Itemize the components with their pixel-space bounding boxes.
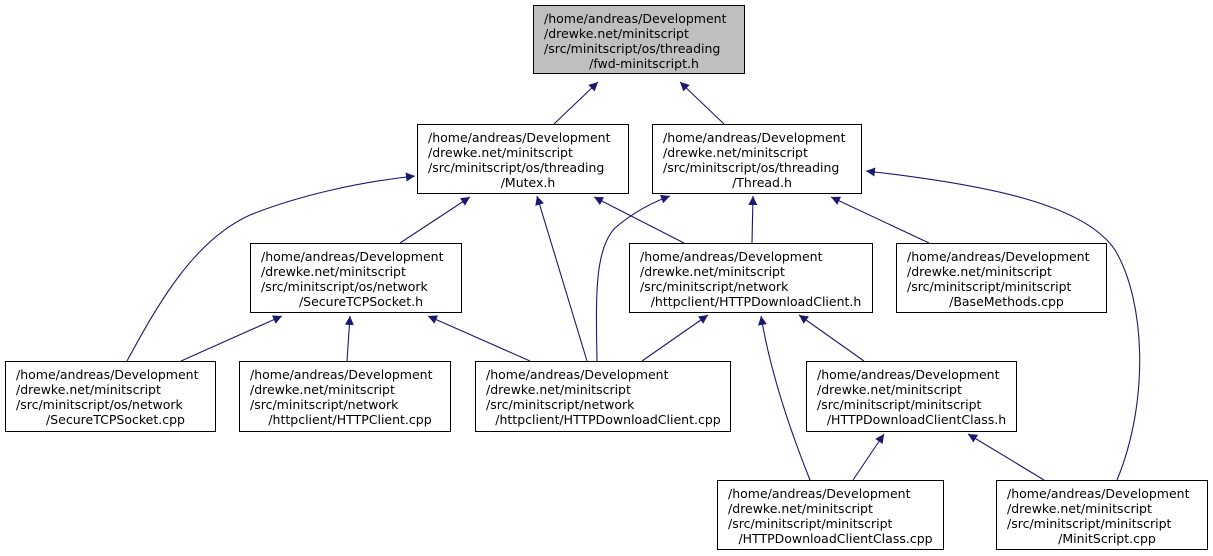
node-line: /BaseMethods.cpp — [949, 294, 1064, 309]
node-line: /drewke.net/minitscript — [428, 145, 573, 160]
edge-httpdownloadclientclass-h-to-httpdownloadclient-h — [798, 314, 865, 362]
edge-minitscript-cpp-to-httpdownloadclientclass-h — [967, 433, 1045, 481]
node-line: /home/andreas/Development — [907, 249, 1090, 264]
node-thread-h[interactable]: /home/andreas/Development /drewke.net/mi… — [652, 124, 862, 194]
node-line: /home/andreas/Development — [728, 486, 911, 501]
node-line: /home/andreas/Development — [544, 11, 727, 26]
node-line: /home/andreas/Development — [16, 367, 199, 382]
edge-httpclient-cpp-to-securetcpsocket-h — [344, 315, 354, 362]
node-line: /drewke.net/minitscript — [261, 264, 406, 279]
edge-httpdownloadclient-h-to-mutex-h — [593, 196, 685, 244]
node-httpdownloadclientclass-cpp[interactable]: /home/andreas/Development /drewke.net/mi… — [717, 480, 944, 550]
edge-httpdownloadclient-cpp-to-securetcpsocket-h — [427, 315, 531, 362]
node-httpdownloadclient-cpp[interactable]: /home/andreas/Development /drewke.net/mi… — [475, 361, 731, 432]
node-basemethods-cpp[interactable]: /home/andreas/Development /drewke.net/mi… — [896, 243, 1107, 313]
node-line: /src/minitscript/minitscript — [907, 279, 1072, 294]
edge-httpdownloadclient-h-to-thread-h — [748, 195, 758, 244]
node-line: /src/minitscript/os/threading — [428, 160, 605, 175]
node-httpdownloadclientclass-h[interactable]: /home/andreas/Development /drewke.net/mi… — [806, 361, 1017, 432]
node-line: /src/minitscript/minitscript — [1007, 516, 1172, 531]
node-fwd-minitscript-h: /home/andreas/Development /drewke.net/mi… — [533, 5, 745, 74]
node-line: /home/andreas/Development — [663, 130, 846, 145]
node-line: /src/minitscript/os/network — [16, 397, 183, 412]
edge-httpdownloadclientclass-cpp-to-httpdownloadclient-h — [758, 315, 811, 481]
node-line: /home/andreas/Development — [817, 367, 1000, 382]
node-line: /SecureTCPSocket.cpp — [46, 412, 185, 427]
node-line: /httpclient/HTTPClient.cpp — [268, 412, 432, 427]
node-line: /src/minitscript/minitscript — [728, 516, 893, 531]
node-line: /Thread.h — [732, 175, 792, 190]
node-line: /MinitScript.cpp — [1058, 531, 1156, 546]
node-line: /home/andreas/Development — [428, 130, 611, 145]
edge-securetcpsocket-cpp-to-mutex-h — [126, 172, 416, 362]
node-line: /httpclient/HTTPDownloadClient.h — [650, 294, 862, 309]
node-line: /drewke.net/minitscript — [544, 26, 689, 41]
node-line: /home/andreas/Development — [486, 367, 669, 382]
node-line: /src/minitscript/minitscript — [817, 397, 982, 412]
node-line: /src/minitscript/network — [486, 397, 635, 412]
node-line: /drewke.net/minitscript — [663, 145, 808, 160]
edge-httpdownloadclient-cpp-to-httpdownloadclient-h — [641, 314, 709, 362]
node-line: /drewke.net/minitscript — [250, 382, 395, 397]
node-httpclient-cpp[interactable]: /home/andreas/Development /drewke.net/mi… — [239, 361, 451, 432]
edge-minitscript-cpp-to-thread-h — [865, 167, 1141, 481]
node-line: /SecureTCPSocket.h — [298, 294, 424, 309]
node-securetcpsocket-h[interactable]: /home/andreas/Development /drewke.net/mi… — [250, 243, 462, 313]
node-line: /fwd-minitscript.h — [589, 56, 699, 71]
node-line: /HTTPDownloadClientClass.cpp — [738, 531, 933, 546]
node-line: /drewke.net/minitscript — [728, 501, 873, 516]
node-httpdownloadclient-h[interactable]: /home/andreas/Development /drewke.net/mi… — [629, 243, 873, 313]
node-mutex-h[interactable]: /home/andreas/Development /drewke.net/mi… — [417, 124, 629, 194]
node-line: /drewke.net/minitscript — [16, 382, 161, 397]
node-line: /src/minitscript/os/threading — [663, 160, 840, 175]
node-securetcpsocket-cpp[interactable]: /home/andreas/Development /drewke.net/mi… — [5, 361, 216, 432]
edge-basemethods-cpp-to-thread-h — [830, 196, 930, 244]
node-line: /home/andreas/Development — [250, 367, 433, 382]
node-minitscript-cpp[interactable]: /home/andreas/Development /drewke.net/mi… — [996, 480, 1208, 550]
node-line: /drewke.net/minitscript — [907, 264, 1052, 279]
node-line: /src/minitscript/network — [250, 397, 399, 412]
node-line: /drewke.net/minitscript — [486, 382, 631, 397]
node-line: /home/andreas/Development — [1007, 486, 1190, 501]
node-line: /src/minitscript/os/threading — [544, 41, 721, 56]
node-line: /Mutex.h — [500, 175, 556, 190]
edge-httpdownloadclientclass-cpp-to-httpdownloadclientclass-h — [852, 433, 885, 481]
node-line: /home/andreas/Development — [261, 249, 444, 264]
node-line: /drewke.net/minitscript — [640, 264, 785, 279]
node-line: /home/andreas/Development — [640, 249, 823, 264]
node-line: /httpclient/HTTPDownloadClient.cpp — [495, 412, 721, 427]
edge-securetcpsocket-h-to-mutex-h — [399, 196, 471, 244]
edge-httpdownloadclient-cpp-to-mutex-h — [535, 195, 588, 362]
edge-securetcpsocket-cpp-to-securetcpsocket-h — [180, 315, 283, 362]
edge-thread-h-to-root — [679, 81, 725, 125]
node-line: /src/minitscript/network — [640, 279, 789, 294]
node-line: /drewke.net/minitscript — [1007, 501, 1152, 516]
node-line: /src/minitscript/os/network — [261, 279, 428, 294]
edge-httpdownloadclient-cpp-to-thread-h — [595, 194, 671, 362]
node-line: /drewke.net/minitscript — [817, 382, 962, 397]
edge-mutex-h-to-root — [553, 81, 599, 125]
node-line: /HTTPDownloadClientClass.h — [826, 412, 1007, 427]
